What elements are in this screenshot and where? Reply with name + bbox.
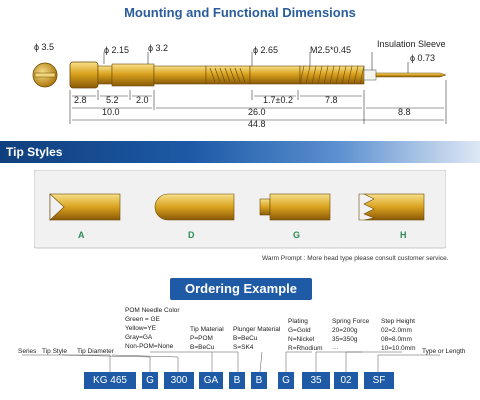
dim-d2: ϕ 2.15: [104, 45, 130, 55]
code-plating: G: [278, 372, 294, 389]
plunger-material-2: S=SK4: [233, 344, 254, 351]
step-height-3: 10=10.0mm: [381, 345, 416, 352]
plating-3: R=Rhodium: [288, 345, 323, 352]
type-or-length-label: Type or Length: [422, 348, 466, 355]
dim-d6: ϕ 0.73: [410, 53, 436, 63]
tip-a-shape: [49, 193, 121, 221]
tip-diameter-label: Tip Diameter: [77, 348, 114, 355]
step-height-head: Step Height: [381, 318, 415, 325]
spring-force-2: 35=350g: [332, 336, 358, 343]
page-title: Mounting and Functional Dimensions: [124, 5, 356, 20]
plating-head: Plating: [288, 318, 308, 325]
code-step-height: 02: [334, 372, 358, 389]
code-plunger-material: B: [251, 372, 267, 389]
warm-prompt: Warm Prompt : More head type please cons…: [262, 255, 449, 262]
probe-barrel-2: [153, 65, 207, 85]
ordering-connectors: [22, 351, 440, 373]
tip-styles-title: Tip Styles: [6, 145, 63, 159]
pom-head: POM Needle Color: [125, 307, 180, 314]
step-height-2: 08=8.0mm: [381, 336, 412, 343]
spring-force-head: Spring Force: [332, 318, 370, 325]
pom-line-1: Green = GE: [125, 316, 160, 323]
tip-styles-panel: [34, 170, 446, 249]
dim-l5: 7.8: [325, 95, 338, 105]
tip-style-label: Tip Style: [42, 348, 68, 355]
insulation-label: Insulation Sleeve: [377, 39, 446, 49]
plating-2: N=Nickel: [288, 336, 315, 343]
probe-head: [69, 61, 99, 89]
dim-l3: 2.0: [136, 95, 149, 105]
plunger-material-1: B=BeCu: [233, 335, 258, 342]
dim-l8: 8.8: [398, 107, 411, 117]
plunger-material-head: Plunger Material: [233, 326, 281, 333]
insulation-sleeve: [363, 69, 377, 81]
code-series: KG 465: [84, 372, 136, 389]
dim-l1: 2.8: [74, 95, 87, 105]
pom-line-4: Non-POM=None: [125, 343, 174, 350]
spring-force-3: ···: [332, 345, 339, 352]
tip-g-shape: [259, 193, 331, 221]
pom-line-3: Gray=GA: [125, 334, 153, 341]
dim-l7: 26.0: [248, 107, 266, 117]
series-label: Series: [18, 348, 37, 355]
step-height-1: 02=2.0mm: [381, 327, 412, 334]
dim-l9: 44.8: [248, 119, 266, 129]
code-type: SF: [364, 372, 394, 389]
dim-d5: M2.5*0.45: [310, 45, 352, 55]
code-tip-material: B: [229, 372, 245, 389]
pom-line-2: Yellow=YE: [125, 325, 157, 332]
dim-d1: ϕ 3.5: [34, 42, 55, 52]
dim-d4: ϕ 2.65: [253, 45, 279, 55]
spring-force-1: 20=200g: [332, 327, 358, 334]
probe-needle: [375, 72, 447, 78]
tip-label-h: H: [400, 230, 407, 240]
dim-l6: 10.0: [102, 107, 120, 117]
ordering-title: Ordering Example: [170, 278, 312, 300]
tip-material-2: B=BeCu: [190, 344, 215, 351]
tip-styles-bar: [0, 141, 480, 163]
tip-label-a: A: [78, 230, 85, 240]
dim-d3: ϕ 3.2: [148, 43, 169, 53]
tip-material-head: Tip Material: [190, 326, 224, 333]
code-spring-force: 35: [302, 372, 330, 389]
probe-barrel-1: [111, 63, 155, 87]
tip-label-g: G: [293, 230, 301, 240]
tip-label-d: D: [188, 230, 195, 240]
dim-l4: 1.7±0.2: [263, 95, 293, 105]
plating-1: G=Gold: [288, 327, 311, 334]
tip-material-1: P=POM: [190, 335, 213, 342]
code-needle-color: GA: [199, 372, 223, 389]
dim-l2: 5.2: [106, 95, 119, 105]
code-tip-style: G: [142, 372, 158, 389]
probe-drawing: [32, 52, 447, 124]
tip-h-shape: [358, 193, 425, 221]
tip-d-shape: [154, 193, 235, 221]
code-tip-diameter: 300: [164, 372, 194, 389]
